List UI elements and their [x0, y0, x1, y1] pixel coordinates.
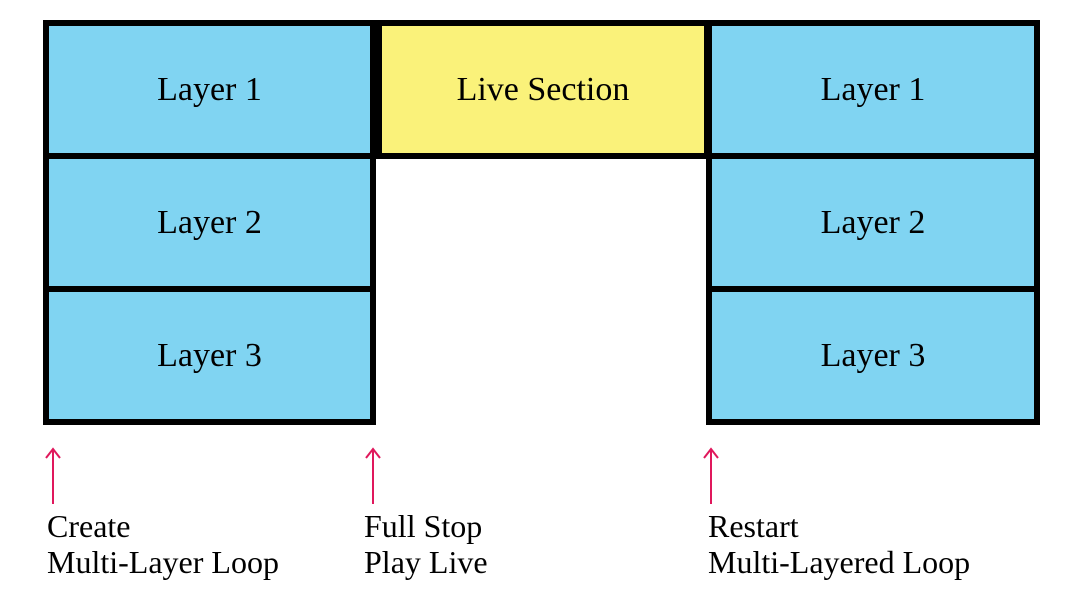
right-layer-2-block: Layer 2	[706, 153, 1040, 292]
right-layer-3-block: Layer 3	[706, 286, 1040, 425]
left-layer-3-block: Layer 3	[43, 286, 376, 425]
caption-line: Restart	[708, 508, 799, 544]
right-layer-1-block: Layer 1	[706, 20, 1040, 159]
caption-line: Play Live	[364, 544, 488, 580]
caption-restart-loop: Restart Multi-Layered Loop	[708, 508, 970, 580]
up-arrow-icon	[703, 447, 719, 504]
caption-create-loop: Create Multi-Layer Loop	[47, 508, 279, 580]
caption-full-stop: Full Stop Play Live	[364, 508, 488, 580]
left-layer-3-label: Layer 3	[157, 336, 262, 374]
caption-line: Multi-Layered Loop	[708, 544, 971, 580]
caption-line: Create	[47, 508, 131, 544]
up-arrow-icon	[45, 447, 61, 504]
left-layer-2-label: Layer 2	[157, 203, 262, 241]
live-section-label: Live Section	[456, 70, 630, 108]
left-layer-1-label: Layer 1	[157, 70, 262, 108]
live-section-block: Live Section	[376, 20, 710, 159]
up-arrow-icon	[365, 447, 381, 504]
caption-line: Full Stop	[364, 508, 483, 544]
caption-line: Multi-Layer Loop	[47, 544, 279, 580]
right-layer-2-label: Layer 2	[820, 203, 926, 241]
right-layer-3-label: Layer 3	[820, 336, 926, 374]
right-layer-1-label: Layer 1	[820, 70, 926, 108]
left-layer-2-block: Layer 2	[43, 153, 376, 292]
left-layer-1-block: Layer 1	[43, 20, 376, 159]
